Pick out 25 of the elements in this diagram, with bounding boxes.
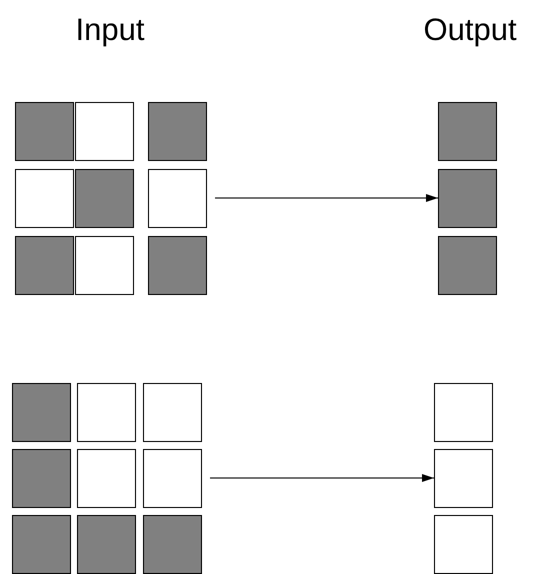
filled-square [12,449,71,508]
arrow [210,474,434,482]
filled-square [12,383,71,442]
empty-square [434,515,493,574]
empty-square [143,449,202,508]
empty-square [143,383,202,442]
filled-square [438,102,497,161]
column-heading: Output [424,14,517,45]
filled-square [438,236,497,295]
filled-square [148,236,207,295]
filled-square [12,515,71,574]
empty-square [434,383,493,442]
filled-square [438,169,497,228]
column-heading: Input [76,14,144,45]
filled-square [143,515,202,574]
filled-square [148,102,207,161]
empty-square [77,383,136,442]
empty-square [434,449,493,508]
arrow [214,194,438,202]
filled-square [77,515,136,574]
empty-square [148,169,207,228]
empty-square [77,449,136,508]
filled-square [75,169,134,228]
filled-square [15,102,74,161]
filled-square [15,236,74,295]
